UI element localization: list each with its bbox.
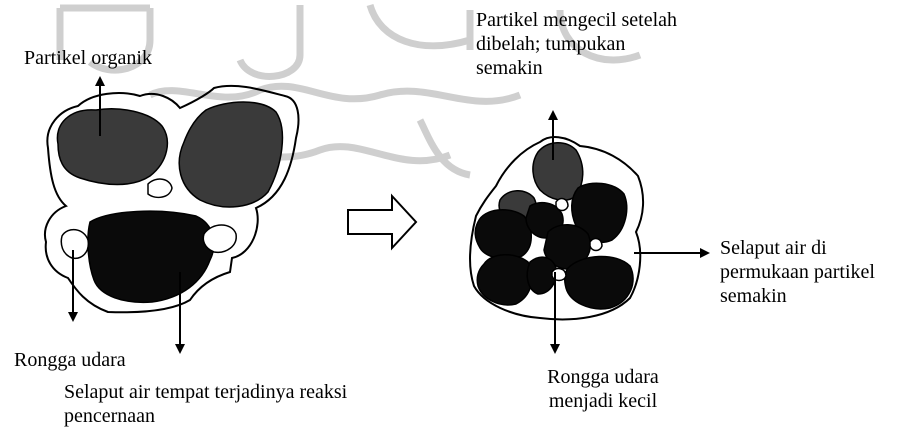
left-air-pocket-1 [147, 178, 173, 199]
right-air-pocket-1 [555, 197, 569, 212]
right-water-film [469, 136, 644, 321]
right-soil-illustration [469, 136, 644, 321]
right-particle-left [474, 209, 532, 260]
right-particle-right-upper [571, 182, 628, 244]
right-particle-bottom-left [476, 254, 533, 306]
left-water-film [44, 84, 300, 314]
transform-arrow-icon [347, 193, 418, 251]
left-organic-particle-2 [178, 101, 284, 208]
label-rongga-udara-kecil: Rongga udara menjadi kecil [547, 366, 659, 412]
label-partikel-mengecil: Partikel mengecil setelah dibelah; tumpu… [476, 9, 678, 79]
label-selaput-air-reaksi: Selaput air tempat terjadinya reaksi pen… [64, 381, 348, 427]
right-particle-bottom-right [563, 255, 634, 310]
left-soil-illustration [44, 84, 300, 314]
left-air-pocket-3 [202, 224, 237, 254]
left-air-pocket-2 [60, 228, 90, 260]
right-particle-bottom-mid [526, 256, 558, 295]
right-air-pocket-2 [589, 237, 603, 252]
label-partikel-organik: Partikel organik [24, 47, 152, 69]
left-organic-particle-1 [56, 108, 169, 186]
left-organic-particle-3 [87, 210, 215, 304]
label-rongga-udara-left: Rongga udara [14, 349, 126, 371]
label-selaput-air-permukaan: Selaput air di permukaan partikel semaki… [720, 237, 875, 307]
